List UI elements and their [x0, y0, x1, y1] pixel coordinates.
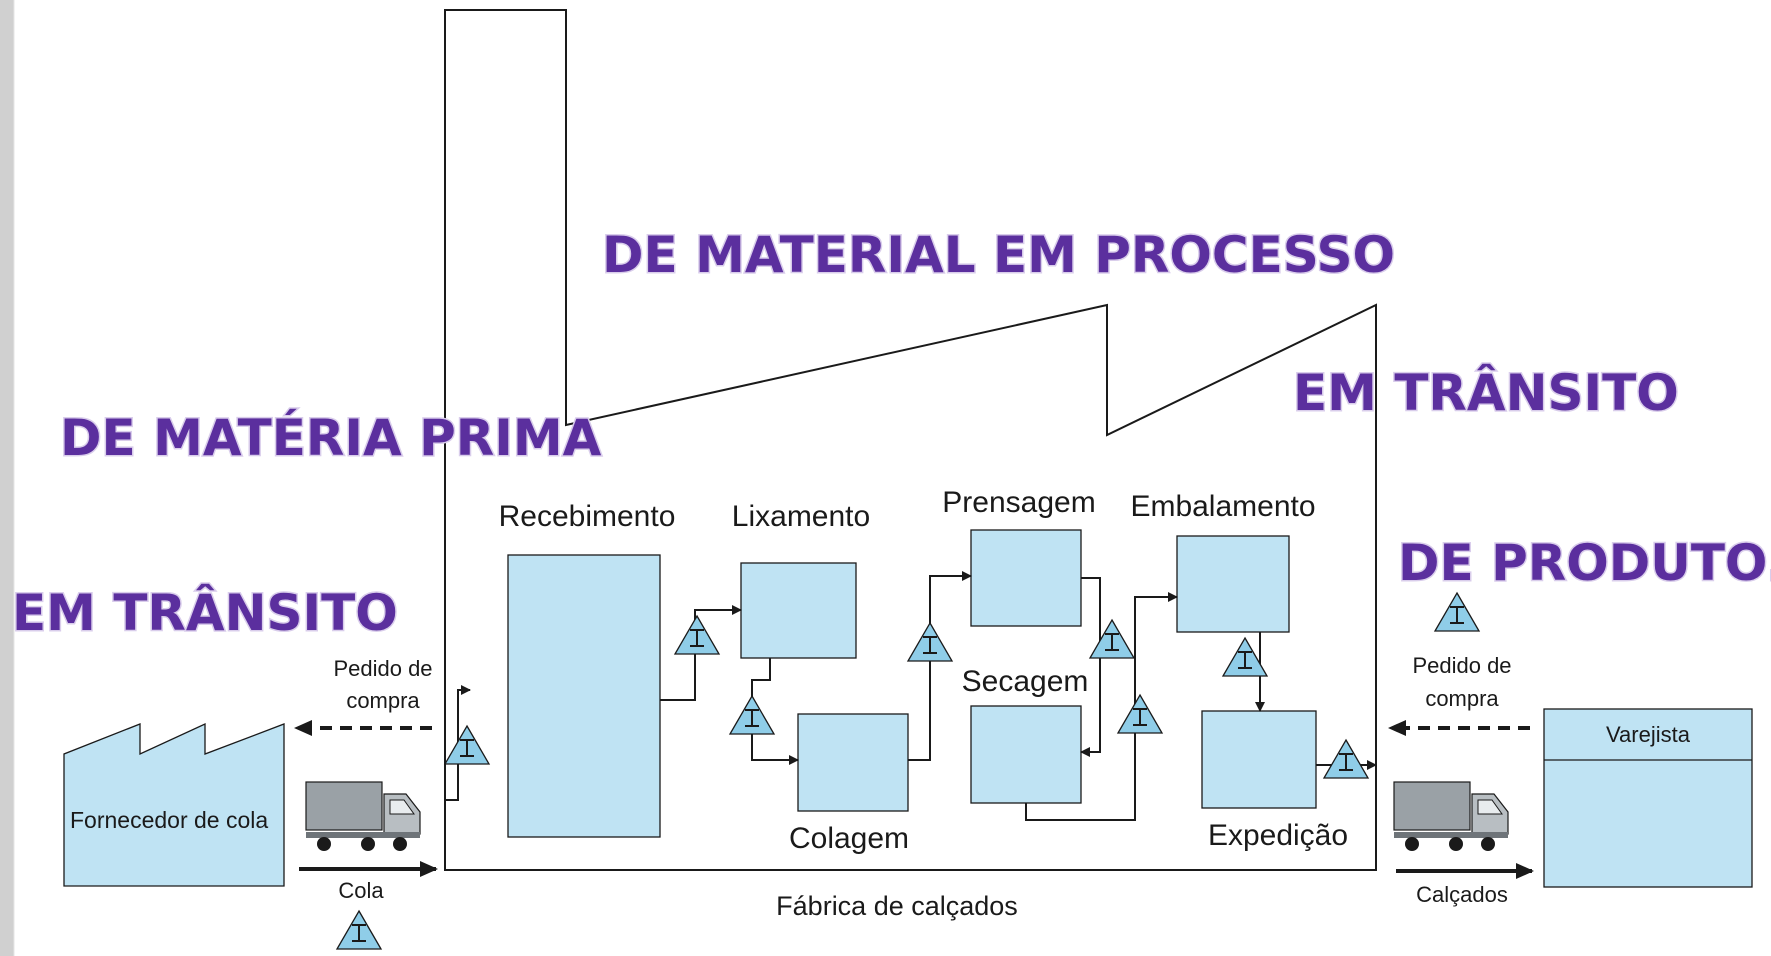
- process-colagem: [797, 713, 909, 812]
- svg-text:compra: compra: [1425, 686, 1499, 711]
- truck-retailer-icon: [1393, 781, 1509, 852]
- label-recebimento: Recebimento: [499, 500, 676, 533]
- process-expedicao: [1201, 710, 1317, 809]
- label-prensagem: Prensagem: [942, 486, 1095, 519]
- heading-em-transito-right: EM TRÂNSITO: [1293, 363, 1679, 422]
- heading-material-em-processo: DE MATERIAL EM PROCESSO: [602, 226, 1395, 284]
- truck-supplier-icon: [305, 781, 421, 852]
- label-embalamento: Embalamento: [1130, 490, 1315, 523]
- svg-text:Varejista: Varejista: [1606, 722, 1691, 747]
- svg-text:compra: compra: [346, 688, 420, 713]
- svg-text:Fornecedor de cola: Fornecedor de cola: [70, 807, 268, 833]
- label-secagem: Secagem: [962, 665, 1089, 698]
- supplier-building: [63, 722, 285, 887]
- factory-outline: [444, 9, 1377, 871]
- label-lixamento: Lixamento: [732, 500, 870, 533]
- notebook-margin: [0, 0, 15, 956]
- process-embalamento: [1176, 535, 1290, 633]
- factory-label: Fábrica de calçados: [776, 891, 1018, 921]
- process-secagem: [970, 705, 1082, 804]
- process-prensagem: [970, 529, 1082, 627]
- flow-lines: [445, 571, 1377, 821]
- svg-text:Pedido de: Pedido de: [333, 656, 432, 681]
- svg-text:Calçados: Calçados: [1416, 882, 1508, 907]
- heading-materia-prima: DE MATÉRIA PRIMA: [60, 408, 602, 467]
- svg-text:Pedido de: Pedido de: [1412, 653, 1511, 678]
- heading-em-transito-left: EM TRÂNSITO: [12, 583, 398, 642]
- heading-produto: DE PRODUTO.: [1398, 534, 1771, 592]
- label-expedicao: Expedição: [1208, 819, 1348, 852]
- label-colagem: Colagem: [789, 822, 909, 855]
- svg-text:Cola: Cola: [338, 878, 384, 903]
- external-arrows: [294, 720, 1534, 879]
- process-recebimento: [507, 554, 661, 838]
- retailer-box: [1543, 708, 1753, 888]
- process-lixamento: [740, 562, 857, 659]
